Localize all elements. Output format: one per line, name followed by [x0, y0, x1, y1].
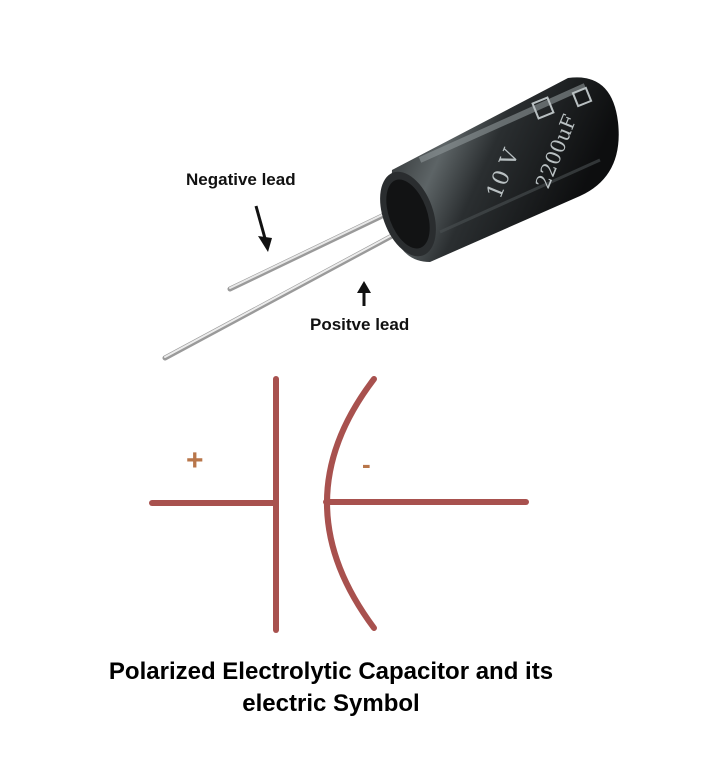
negative-lead-arrow	[254, 205, 272, 252]
plus-sign: +	[186, 444, 204, 477]
positive-lead-label: Positve lead	[310, 315, 410, 334]
capacitor-body: 10 V 2200uF	[380, 77, 619, 262]
negative-lead-label: Negative lead	[186, 170, 296, 189]
positive-lead-arrow	[357, 281, 371, 306]
caption-line-1: Polarized Electrolytic Capacitor and its	[108, 658, 554, 685]
caption-line-2: electric Symbol	[242, 690, 420, 717]
diagram-caption: Polarized Electrolytic Capacitor and its…	[20, 656, 642, 720]
capacitor-symbol	[149, 376, 529, 633]
minus-sign: -	[362, 449, 371, 479]
